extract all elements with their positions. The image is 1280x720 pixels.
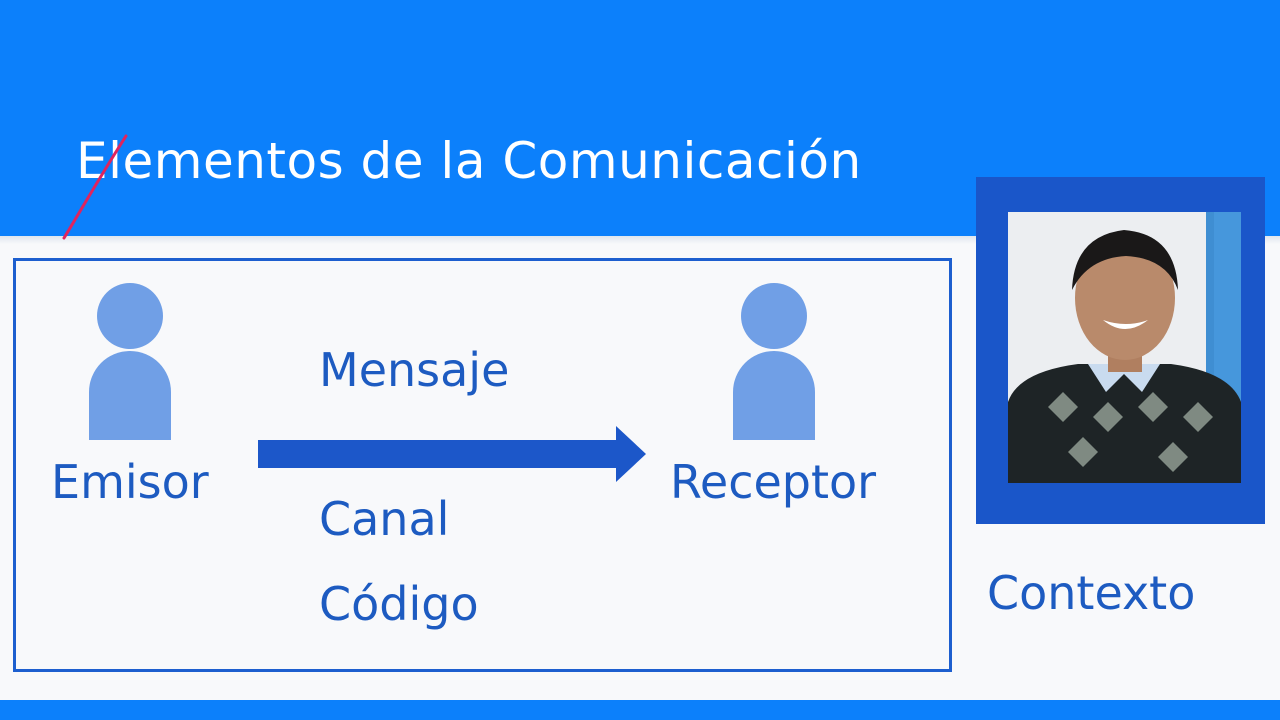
code-label: Código	[319, 577, 479, 631]
slide-title: Elementos de la Comunicación	[76, 132, 862, 190]
channel-label: Canal	[319, 492, 450, 546]
receiver-person-icon	[733, 283, 815, 440]
message-arrow	[258, 426, 646, 482]
header-shadow	[0, 236, 1280, 244]
message-label: Mensaje	[319, 343, 510, 397]
footer-band	[0, 700, 1280, 720]
presenter-video	[1008, 212, 1241, 483]
receiver-label: Receptor	[670, 455, 877, 509]
presenter-silhouette-icon	[1008, 212, 1241, 483]
webcam-frame	[976, 177, 1265, 524]
sender-person-icon	[89, 283, 171, 440]
sender-label: Emisor	[51, 455, 209, 509]
context-label: Contexto	[987, 566, 1196, 620]
annotation-stroke	[62, 134, 128, 240]
